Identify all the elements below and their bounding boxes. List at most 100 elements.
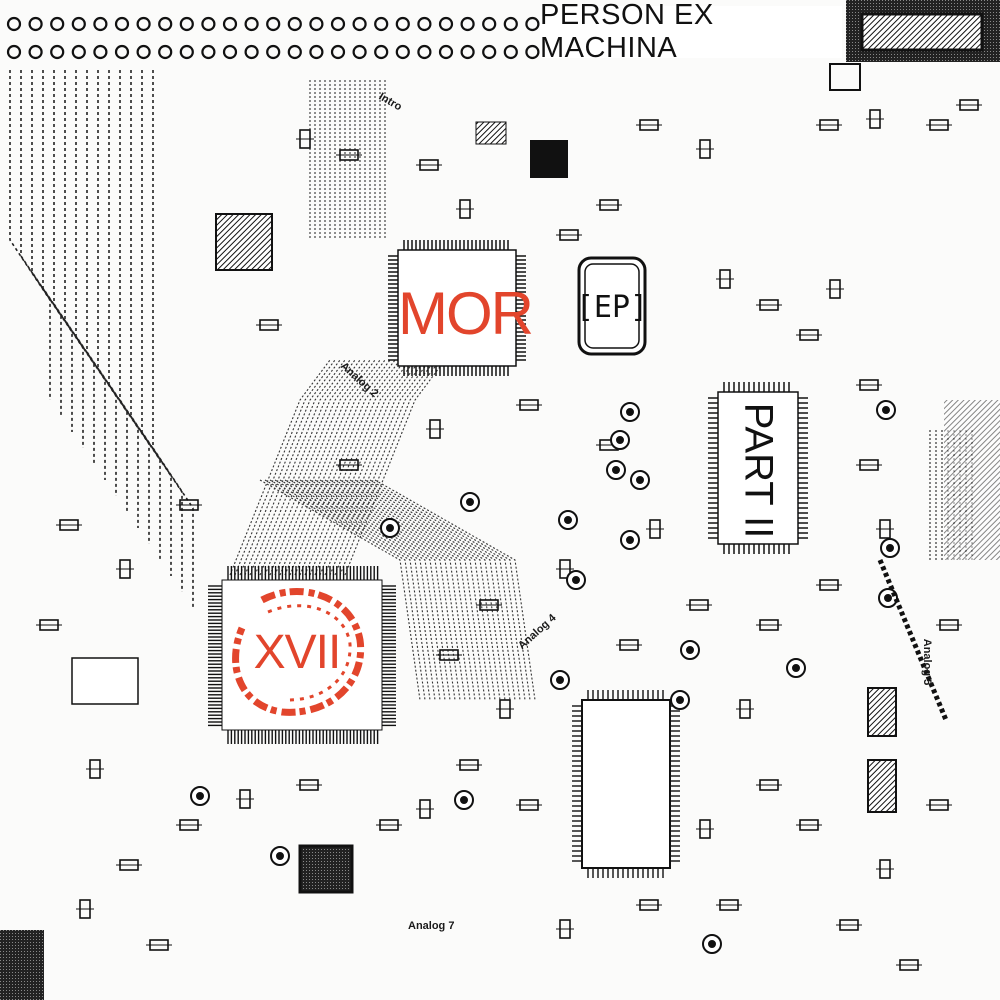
- bus-trace: [339, 479, 501, 701]
- bus-trace: [289, 479, 451, 701]
- bus-trace: [344, 479, 506, 701]
- bus-trace: [294, 479, 456, 701]
- header-pin: [460, 44, 475, 60]
- test-point-center: [626, 408, 634, 416]
- test-point-center: [686, 646, 694, 654]
- bus-trace: [279, 479, 441, 701]
- header-pin: [114, 16, 130, 32]
- bus-trace: [249, 359, 351, 576]
- chip-lower: [572, 690, 680, 878]
- bus-trace: [244, 359, 346, 576]
- trace: [75, 70, 117, 496]
- header-pin-rows: [6, 16, 540, 60]
- bus-trace: [269, 479, 431, 701]
- bus-trace: [299, 359, 401, 576]
- bus-trace: [304, 479, 466, 701]
- test-point-center: [556, 676, 564, 684]
- bus-trace: [289, 359, 391, 576]
- header-pin: [352, 16, 367, 32]
- passive-components: [36, 99, 982, 971]
- bus-trace: [339, 359, 441, 576]
- test-point-center: [466, 498, 474, 506]
- header-pin: [395, 44, 410, 60]
- header-pin: [417, 16, 432, 32]
- test-point-center: [884, 594, 892, 602]
- trace: [86, 70, 128, 512]
- header-pin: [460, 16, 475, 32]
- header-pin: [201, 16, 216, 32]
- bus-bundles: [229, 80, 973, 701]
- bus-trace: [319, 359, 421, 576]
- header-pin: [158, 16, 173, 32]
- header-pin: [93, 44, 108, 60]
- bus-trace: [329, 479, 491, 701]
- bus-trace: [309, 359, 411, 576]
- bus-trace: [259, 359, 361, 576]
- header-pin: [330, 16, 346, 32]
- header-pin: [28, 44, 43, 60]
- header-pin: [374, 44, 389, 60]
- header-pin: [287, 16, 302, 32]
- bus-trace: [284, 479, 446, 701]
- header-pin: [482, 44, 497, 60]
- trace: [119, 70, 161, 560]
- header-pin: [417, 44, 432, 60]
- header-pin: [93, 16, 108, 32]
- diagonal-bus: [877, 559, 949, 721]
- header-pin: [266, 44, 281, 60]
- connector-j3: [829, 0, 1000, 91]
- chip-part: [708, 382, 808, 554]
- bus-trace: [329, 359, 431, 576]
- chip-mor: [388, 240, 526, 376]
- bus-trace: [334, 359, 436, 576]
- test-point-center: [572, 576, 580, 584]
- bus-trace: [274, 359, 376, 576]
- trace: [9, 70, 51, 400]
- bus-trace: [359, 479, 521, 701]
- trace: [97, 70, 139, 528]
- header-pin: [438, 44, 454, 60]
- bus-trace: [234, 359, 336, 576]
- bus-trace: [229, 359, 331, 576]
- trace: [130, 70, 172, 576]
- test-point-center: [460, 796, 468, 804]
- release-number: XVII: [253, 625, 342, 679]
- bus-trace: [239, 359, 341, 576]
- header-pin: [482, 16, 497, 32]
- header-pin: [244, 16, 259, 32]
- silkscreen-analog-5: Analog 5: [921, 638, 934, 686]
- header-pin: [28, 16, 43, 32]
- header-pin: [136, 44, 151, 60]
- format-label: [EP]: [575, 289, 649, 325]
- header-pin: [222, 16, 238, 32]
- bus-trace: [279, 359, 381, 576]
- header-pin: [158, 44, 173, 60]
- bus-trace: [319, 479, 481, 701]
- bus-trace: [314, 359, 416, 576]
- bus-trace: [264, 359, 366, 576]
- trace: [152, 70, 194, 608]
- header-pin: [503, 44, 518, 60]
- bus-trace: [354, 479, 516, 701]
- part-label: PART II: [718, 400, 798, 540]
- bus-trace: [344, 359, 446, 576]
- header-pin: [503, 16, 518, 32]
- bus-trace: [274, 479, 436, 701]
- test-point-center: [882, 406, 890, 414]
- trace: [64, 70, 106, 480]
- small-components: [0, 121, 1000, 1000]
- trace: [31, 70, 73, 432]
- test-point-center: [708, 940, 716, 948]
- trace: [42, 70, 84, 448]
- header-pin: [266, 16, 281, 32]
- test-point-center: [616, 436, 624, 444]
- test-point-center: [612, 466, 620, 474]
- test-point-center: [886, 544, 894, 552]
- test-point-center: [626, 536, 634, 544]
- test-point-center: [792, 664, 800, 672]
- part-text: PART II: [736, 402, 781, 538]
- header-pin: [309, 16, 324, 32]
- bus-trace: [299, 479, 461, 701]
- chip-xvii: [208, 566, 396, 744]
